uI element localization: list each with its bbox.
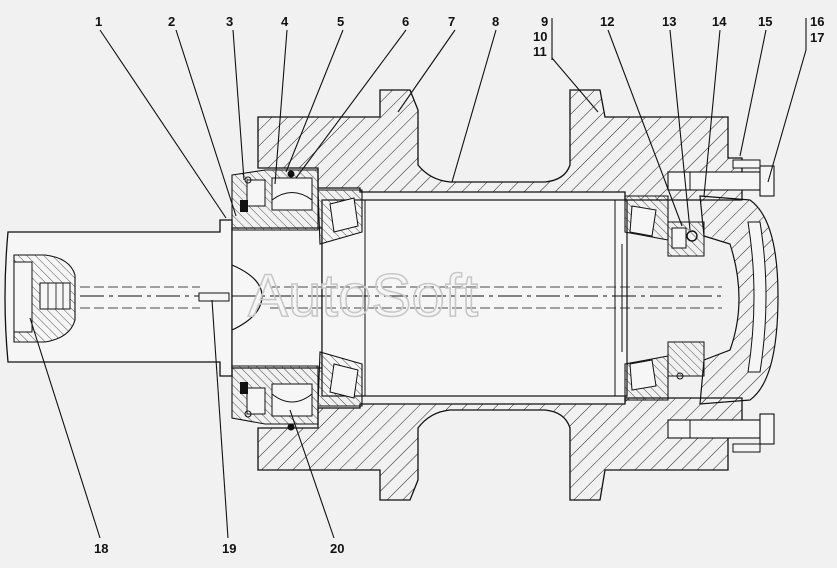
- axle-center: [321, 199, 628, 397]
- callout-9: 9: [541, 14, 548, 29]
- roller-body-lower: [257, 397, 743, 501]
- callout-13: 13: [662, 14, 676, 29]
- callout-7: 7: [448, 14, 455, 29]
- callout-1: 1: [95, 14, 102, 29]
- callout-14: 14: [712, 14, 727, 29]
- callout-6: 6: [402, 14, 409, 29]
- o-ring-upper: [287, 170, 295, 178]
- bolt-lower: [667, 419, 761, 439]
- leader-lines: [29, 18, 807, 539]
- callout-18: 18: [94, 541, 108, 556]
- callout-12: 12: [600, 14, 614, 29]
- callout-11: 11: [533, 44, 547, 59]
- callout-5: 5: [337, 14, 344, 29]
- axle-inner: [231, 227, 323, 369]
- o-ring-lower: [287, 423, 295, 431]
- callout-15: 15: [758, 14, 772, 29]
- pin: [198, 292, 230, 302]
- callout-16: 16: [810, 14, 824, 29]
- watermark: AutoSoft: [248, 262, 478, 329]
- bolt-upper: [667, 171, 761, 191]
- callout-4: 4: [281, 14, 289, 29]
- callout-19: 19: [222, 541, 236, 556]
- callout-20: 20: [330, 541, 344, 556]
- callout-8: 8: [492, 14, 499, 29]
- callout-2: 2: [168, 14, 175, 29]
- callout-17: 17: [810, 30, 824, 45]
- callout-10: 10: [533, 29, 547, 44]
- callout-3: 3: [226, 14, 233, 29]
